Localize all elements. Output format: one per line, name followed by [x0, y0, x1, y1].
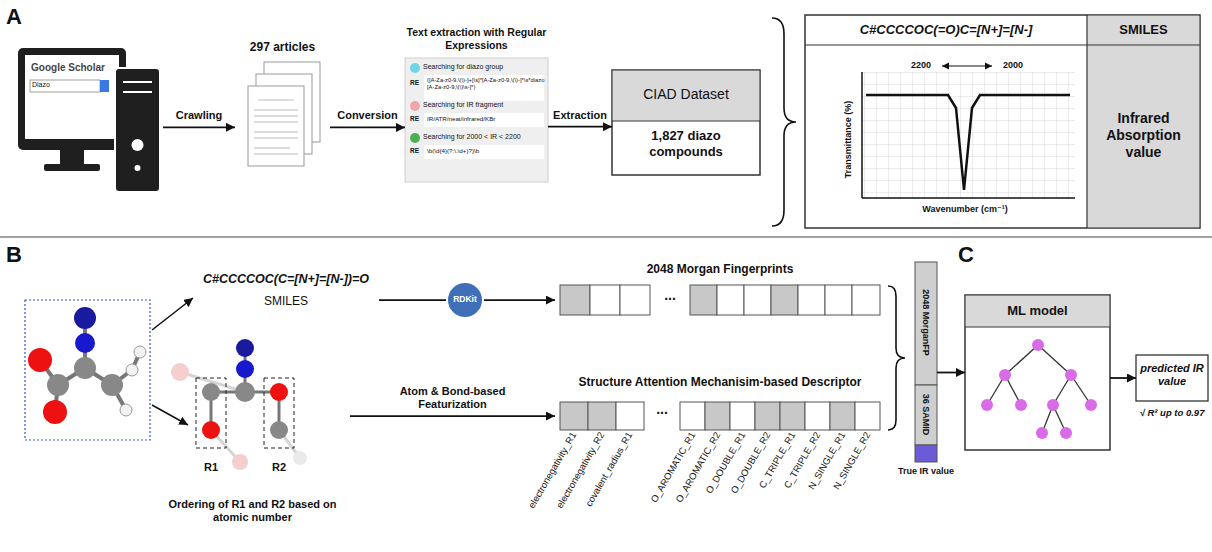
segment-label: 2048 MorganFP: [921, 261, 932, 383]
smiles-block: C#CCCCOC(C=[N+]=[N-])=O SMILES: [193, 268, 379, 318]
branch-arrow: [152, 298, 193, 330]
descriptor-vector: [560, 402, 880, 430]
re-tag: RE: [410, 147, 426, 155]
stack-heading: 297 articles: [235, 40, 330, 54]
panel-letter: B: [6, 242, 36, 268]
molecule-model: [25, 300, 150, 440]
ellipsis: ...: [644, 401, 680, 418]
computer-icon: Google ScholarDiazo: [18, 45, 163, 195]
panel-letter: C: [958, 242, 988, 268]
axis-tick: 2200: [902, 60, 940, 71]
output-box: predicted IR value√ R² up to 0.97: [1136, 355, 1208, 401]
fingerprint-vector: [560, 285, 880, 315]
brace: [772, 18, 796, 226]
vector-heading: 2048 Morgan Fingerprints: [555, 262, 885, 276]
flow-arrow: [330, 127, 405, 129]
flow-arrow: [163, 126, 235, 128]
model-box: ML model: [965, 295, 1110, 450]
edge-label: Extraction: [551, 109, 609, 122]
record-box: C#CCCCOC(=O)C=[N+]=[N-]SMILES Infrared Ab…: [805, 15, 1200, 228]
group-label: R1: [196, 461, 226, 474]
regex: IR/ATR/neat/infrared/KBr: [427, 115, 545, 122]
site-name: Google Scholar: [26, 62, 110, 74]
vector-heading: Structure Attention Mechanisim-based Des…: [555, 375, 885, 389]
edge-label: Atom & Bond-based Featurization: [381, 385, 525, 411]
column-heading: Infrared Absorption value: [1095, 110, 1192, 160]
substituent-figure: [171, 339, 307, 470]
group-label: R2: [264, 461, 294, 474]
re-tag: RE: [410, 115, 426, 123]
flow-arrow: [350, 415, 555, 417]
search-step: Searching for 2000 < IR < 2200: [423, 133, 547, 141]
feature-bar: 2048 MorganFP36 SAMIDTrue IR value: [915, 262, 937, 462]
regex: ([A-Za-z0-9,\(\)-]+[\s]*[A-Za-z0-9,\(\)-…: [427, 77, 545, 90]
dataset-box: [612, 70, 760, 175]
regex: \b(\d{4}(?:\.\d+)?)\b: [427, 147, 545, 154]
axis-tick: 2000: [994, 60, 1032, 71]
ellipsis: ...: [650, 287, 690, 304]
model-heading: ML model: [965, 303, 1110, 319]
panel-divider: [0, 236, 1212, 237]
dataset-name: CIAD Dataset: [612, 86, 760, 103]
search-query: Diazo: [32, 81, 92, 89]
smiles-string: C#CCCCOC(C=[N+]=[N-])=O: [193, 272, 379, 287]
dataset-size: 1,827 diazo compounds: [626, 128, 746, 159]
re-tag: RE: [410, 79, 426, 87]
article-pages: [248, 62, 320, 166]
panel-letter: A: [6, 4, 36, 30]
descriptor-vector: Structure Attention Mechanisim-based Des…: [555, 375, 885, 432]
segment-label: 36 SAMID: [921, 384, 932, 444]
fingerprint-vector: 2048 Morgan Fingerprints...: [555, 262, 885, 318]
regex-panel: Text extraction with Regular Expressions…: [405, 26, 548, 182]
model-box: [965, 295, 1110, 450]
flow-arrow: [1110, 377, 1136, 379]
dataset-box: CIAD Dataset 1,827 diazo compounds: [612, 70, 760, 175]
axis-title: Wavenumber (cm⁻¹): [915, 204, 1015, 215]
panel-heading: Text extraction with Regular Expressions: [405, 26, 548, 51]
output-name: predicted IR value: [1138, 362, 1206, 388]
branch-arrow: [152, 405, 188, 425]
axis-title: Transmittance (%): [843, 84, 854, 194]
substituent-figure: Ordering of R1 and R2 based on atomic nu…: [155, 340, 350, 535]
record-box: [805, 15, 1200, 228]
search-step: Searching for diazo group: [423, 63, 547, 71]
edge-label: Conversion: [335, 109, 400, 122]
rdkit-badge: RDKit: [446, 281, 484, 319]
ir-spectrum: [862, 66, 1075, 198]
feature-bar: [915, 262, 937, 462]
target-label: True IR value: [886, 466, 966, 477]
score-note: √ R² up to 0.97: [1134, 407, 1210, 418]
output-box: [1136, 355, 1208, 401]
format-name: SMILES: [193, 294, 379, 308]
article-stack: 297 articles: [235, 40, 330, 188]
column-heading: SMILES: [1087, 22, 1200, 38]
edge-label: Crawling: [174, 109, 224, 122]
flow-arrow: [548, 126, 612, 128]
brace: [888, 286, 905, 430]
search-step: Searching for IR fragment: [423, 101, 547, 109]
computer-icon: [18, 48, 160, 192]
smiles-string: C#CCCCOC(=O)C=[N+]=[N-]: [805, 22, 1087, 38]
figure-caption: Ordering of R1 and R2 based on atomic nu…: [155, 498, 350, 524]
flow-arrow: [937, 372, 965, 374]
regex-panel: [405, 58, 548, 182]
tool-name: RDKit: [448, 294, 482, 304]
